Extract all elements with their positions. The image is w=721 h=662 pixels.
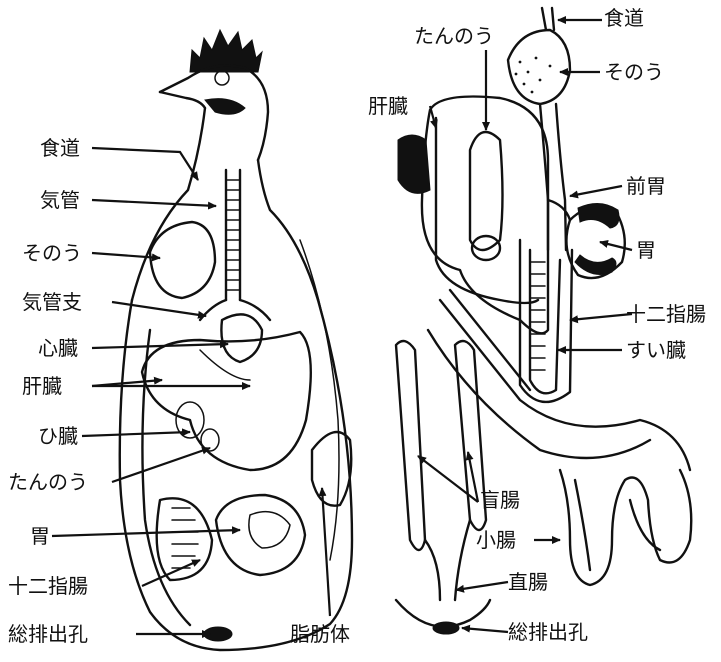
label-rectum: 直腸 <box>508 572 548 592</box>
heart-shape <box>221 314 262 362</box>
label-crop-right: そのう <box>604 62 664 82</box>
label-liver-right: 肝臓 <box>368 96 408 116</box>
eye <box>215 71 229 85</box>
label-cecum: 盲腸 <box>480 490 520 510</box>
label-bronchus: 気管支 <box>22 292 82 312</box>
crop-shape <box>150 222 215 298</box>
label-gallbladder-right: たんのう <box>414 26 494 46</box>
cloaca-right <box>433 622 459 634</box>
chicken-body-figure <box>120 30 352 650</box>
gallbladder-right <box>470 132 503 250</box>
small-intestine-coils <box>560 470 691 585</box>
label-trachea: 気管 <box>40 190 80 210</box>
label-esophagus: 食道 <box>40 138 80 158</box>
chicken-head <box>160 66 268 160</box>
label-stomach: 胃 <box>30 526 50 546</box>
label-cloaca-right: 総排出孔 <box>508 622 588 642</box>
label-stomach-right: 胃 <box>636 240 656 260</box>
label-crop: そのう <box>22 243 82 263</box>
label-gallbladder: たんのう <box>8 472 88 492</box>
label-fat-body: 脂肪体 <box>290 624 350 644</box>
label-cloaca: 総排出孔 <box>8 624 88 644</box>
gizzard-shape <box>216 495 305 575</box>
label-pancreas: すい臓 <box>626 340 686 360</box>
label-liver: 肝臓 <box>22 376 62 396</box>
label-duodenum: 十二指腸 <box>8 576 88 596</box>
label-small-intestine: 小腸 <box>476 530 516 550</box>
gallbladder-shape <box>201 429 219 451</box>
label-duodenum-right: 十二指腸 <box>626 304 706 324</box>
crop-right <box>508 30 570 104</box>
label-esophagus-right: 食道 <box>604 8 644 28</box>
label-heart: 心臓 <box>38 338 78 358</box>
label-proventriculus: 前胃 <box>626 176 666 196</box>
label-spleen: ひ臓 <box>38 426 78 446</box>
cecum-left <box>396 341 425 550</box>
